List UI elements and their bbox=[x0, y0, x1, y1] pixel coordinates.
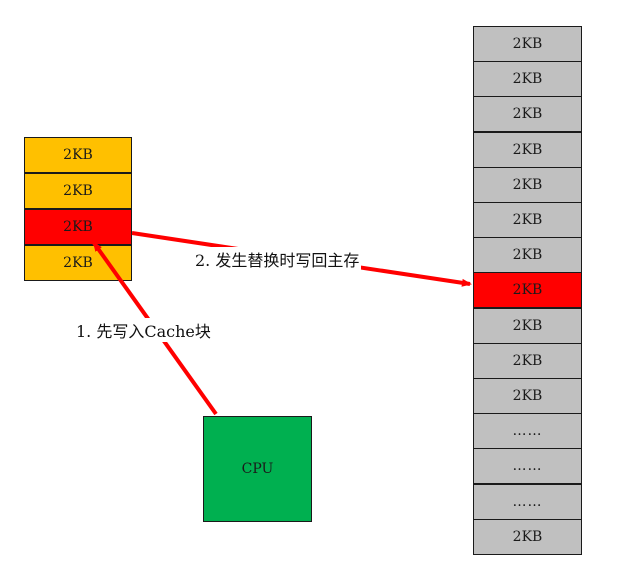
memory-block-8: 2KB bbox=[473, 272, 582, 308]
memory-block-5: 2KB bbox=[473, 167, 582, 203]
memory-block-13: …… bbox=[473, 448, 582, 484]
cpu-box: CPU bbox=[203, 416, 312, 522]
memory-block-6: 2KB bbox=[473, 202, 582, 238]
memory-block-15: 2KB bbox=[473, 519, 582, 555]
memory-block-9: 2KB bbox=[473, 308, 582, 344]
step2-writeback-label: 2. 发生替换时写回主存 bbox=[193, 247, 362, 271]
memory-block-3: 2KB bbox=[473, 96, 582, 132]
memory-block-1: 2KB bbox=[473, 26, 582, 62]
memory-block-2: 2KB bbox=[473, 61, 582, 97]
cache-block-2: 2KB bbox=[24, 173, 132, 209]
memory-block-12: …… bbox=[473, 413, 582, 449]
cache-block-3: 2KB bbox=[24, 209, 132, 245]
step1-write-cache-label: 1. 先写入Cache块 bbox=[74, 318, 213, 342]
cache-block-4: 2KB bbox=[24, 245, 132, 281]
memory-block-10: 2KB bbox=[473, 343, 582, 379]
cpu-label: CPU bbox=[241, 461, 274, 477]
memory-block-14: …… bbox=[473, 484, 582, 520]
memory-block-11: 2KB bbox=[473, 378, 582, 414]
cache-block-1: 2KB bbox=[24, 137, 132, 173]
